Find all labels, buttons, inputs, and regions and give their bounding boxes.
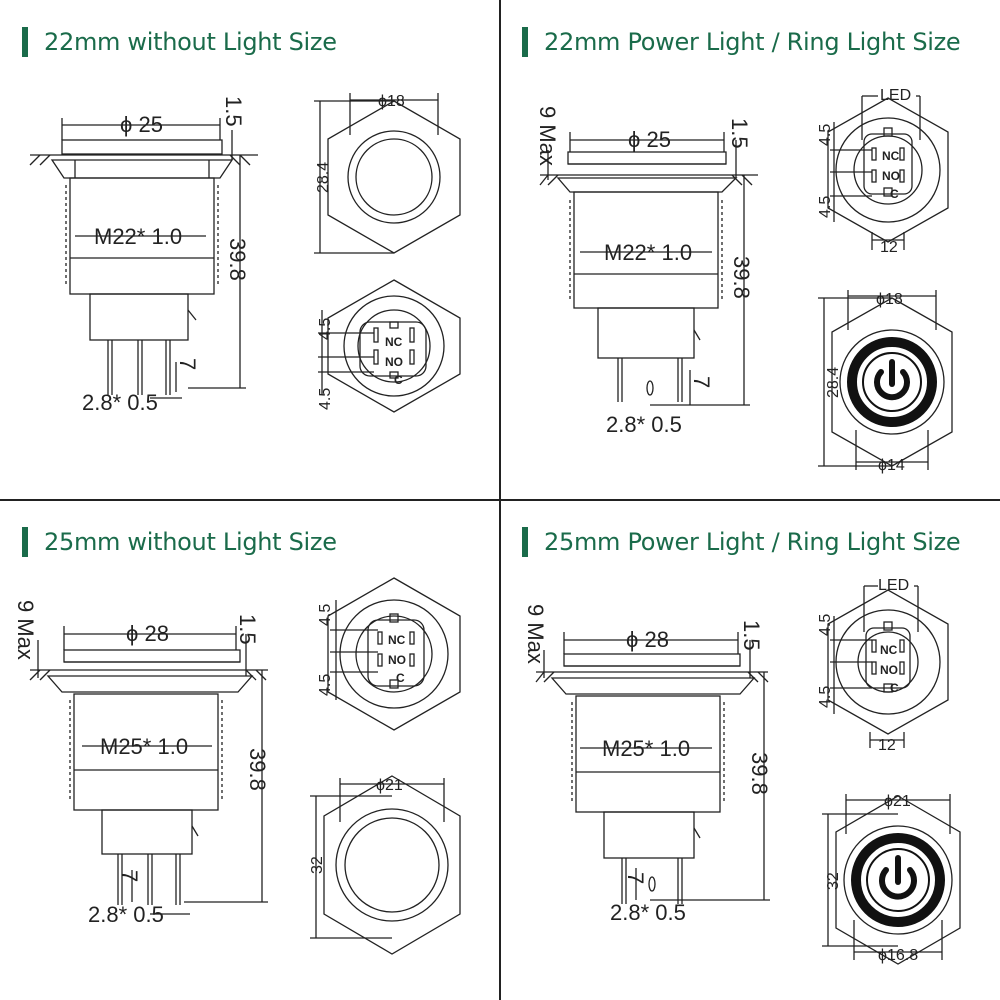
rear-nc: NC xyxy=(882,149,900,163)
rear-width: 12 xyxy=(880,239,898,256)
front-ring-dia: ϕ14 xyxy=(878,457,905,474)
title-text: 25mm without Light Size xyxy=(44,528,337,556)
rear-c: C xyxy=(396,671,405,685)
front-across: 32 xyxy=(309,856,326,874)
title-text: 22mm without Light Size xyxy=(44,28,337,56)
rear-gap-bottom: 4.5 xyxy=(317,388,334,410)
rear-nc: NC xyxy=(388,633,406,647)
side-head-thickness: 1.5 xyxy=(221,96,246,127)
panel-title: 25mm without Light Size xyxy=(22,522,337,562)
side-pin-length: 7 xyxy=(175,358,200,370)
panel-22mm-power-light: 9 Max ϕ 25 1.5 M22* 1.0 39.8 7 2.8* 0.5 … xyxy=(500,0,1000,500)
power-ring-icon xyxy=(847,337,937,427)
rear-gap-top: 4.5 xyxy=(817,614,834,636)
title-marker xyxy=(22,527,28,557)
front-across: 28.4 xyxy=(825,367,842,398)
side-head-dia: ϕ 25 xyxy=(628,127,671,152)
title-marker xyxy=(22,27,28,57)
side-thread: M22* 1.0 xyxy=(604,240,692,265)
rear-width: 12 xyxy=(878,737,896,754)
side-pin-length: 7 xyxy=(689,376,714,388)
drawing-25mm-no-light: 9 Max ϕ 28 1.5 M25* 1.0 39.8 7 2.8* 0.5 … xyxy=(13,577,461,955)
rear-c: C xyxy=(394,373,403,387)
rear-gap-top: 4.5 xyxy=(317,318,334,340)
panel-title: 25mm Power Light / Ring Light Size xyxy=(522,522,961,562)
side-max: 9 Max xyxy=(535,106,560,166)
panel-title: 22mm without Light Size xyxy=(22,22,337,62)
rear-c: C xyxy=(890,187,899,201)
rear-nc: NC xyxy=(385,335,403,349)
side-pin-length: 7 xyxy=(117,870,142,882)
side-height: 39.8 xyxy=(225,238,250,281)
rear-gap-bottom: 4.5 xyxy=(817,686,834,708)
rear-no: NO xyxy=(880,663,898,677)
side-thread: M22* 1.0 xyxy=(94,224,182,249)
panel-22mm-no-light: ϕ 25 1.5 M22* 1.0 39.8 7 2.8* 0.5 ϕ18 28… xyxy=(0,0,500,500)
side-head-thickness: 1.5 xyxy=(727,118,752,149)
side-pin-size: 2.8* 0.5 xyxy=(82,390,158,415)
front-across: 32 xyxy=(825,872,842,890)
rear-gap-top: 4.5 xyxy=(317,604,334,626)
side-head-thickness: 1.5 xyxy=(739,620,764,651)
side-thread: M25* 1.0 xyxy=(100,734,188,759)
rear-no: NO xyxy=(388,653,406,667)
drawing-22mm-no-light: ϕ 25 1.5 M22* 1.0 39.8 7 2.8* 0.5 ϕ18 28… xyxy=(29,93,461,415)
side-height: 39.8 xyxy=(245,748,270,791)
horizontal-divider xyxy=(0,499,1000,501)
rear-no: NO xyxy=(882,169,900,183)
rear-gap-bottom: 4.5 xyxy=(317,674,334,696)
front-dia: ϕ18 xyxy=(378,93,405,110)
panel-25mm-no-light: 9 Max ϕ 28 1.5 M25* 1.0 39.8 7 2.8* 0.5 … xyxy=(0,500,500,1000)
title-text: 25mm Power Light / Ring Light Size xyxy=(544,528,961,556)
drawing-22mm-power-light: 9 Max ϕ 25 1.5 M22* 1.0 39.8 7 2.8* 0.5 … xyxy=(535,87,953,474)
side-thread: M25* 1.0 xyxy=(602,736,690,761)
title-marker xyxy=(522,527,528,557)
front-dia: ϕ18 xyxy=(876,291,903,308)
front-dia: ϕ21 xyxy=(884,793,911,810)
side-pin-size: 2.8* 0.5 xyxy=(88,902,164,927)
rear-led: LED xyxy=(878,577,909,594)
side-max: 9 Max xyxy=(523,604,548,664)
side-max: 9 Max xyxy=(13,600,38,660)
front-ring-dia: ϕ16.8 xyxy=(878,947,918,964)
side-pin-size: 2.8* 0.5 xyxy=(606,412,682,437)
rear-gap-top: 4.5 xyxy=(817,124,834,146)
drawing-25mm-power-light: 9 Max ϕ 28 1.5 M25* 1.0 39.8 7 2.8* 0.5 … xyxy=(523,577,961,965)
rear-c: C xyxy=(890,681,899,695)
rear-led: LED xyxy=(880,87,911,104)
rear-no: NO xyxy=(385,355,403,369)
side-head-dia: ϕ 25 xyxy=(120,112,163,137)
title-text: 22mm Power Light / Ring Light Size xyxy=(544,28,961,56)
side-pin-size: 2.8* 0.5 xyxy=(610,900,686,925)
side-height: 39.8 xyxy=(729,256,754,299)
rear-nc: NC xyxy=(880,643,898,657)
side-head-thickness: 1.5 xyxy=(235,614,260,645)
panel-title: 22mm Power Light / Ring Light Size xyxy=(522,22,961,62)
rear-gap-bottom: 4.5 xyxy=(817,196,834,218)
front-dia: ϕ21 xyxy=(376,777,403,794)
power-ring-icon xyxy=(851,833,945,927)
side-head-dia: ϕ 28 xyxy=(626,627,669,652)
side-height: 39.8 xyxy=(747,752,772,795)
side-pin-length: 7 xyxy=(623,872,648,884)
title-marker xyxy=(522,27,528,57)
panel-25mm-power-light: 9 Max ϕ 28 1.5 M25* 1.0 39.8 7 2.8* 0.5 … xyxy=(500,500,1000,1000)
front-across: 28.4 xyxy=(315,162,332,193)
side-head-dia: ϕ 28 xyxy=(126,621,169,646)
